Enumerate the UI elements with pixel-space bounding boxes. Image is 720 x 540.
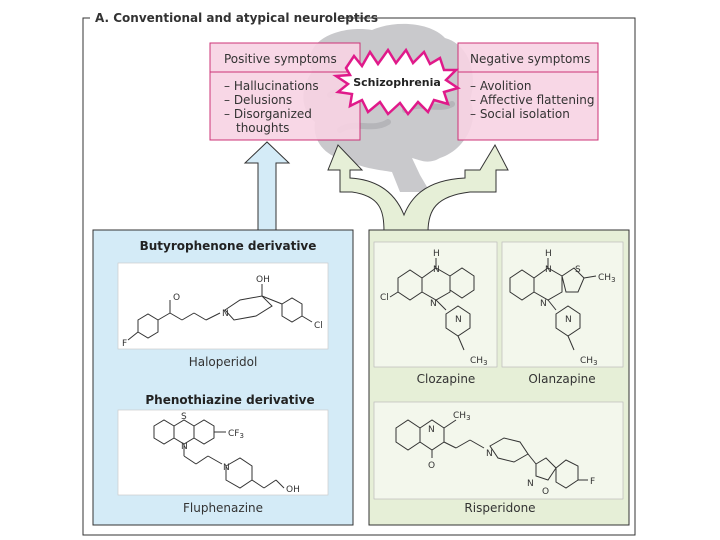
positive-item-3: – Disorganized (224, 107, 312, 121)
negative-symptoms-header: Negative symptoms (470, 52, 590, 66)
risperidone-n1-label: N (428, 425, 435, 435)
fluphenazine-cf3-label: CF3 (228, 429, 244, 440)
olanzapine-n1-label: N (545, 265, 552, 275)
fluphenazine-n2-label: N (223, 463, 230, 473)
positive-item-3-cont: thoughts (236, 121, 289, 135)
olanzapine-card (501, 241, 624, 368)
haloperidol-n-label: N (222, 309, 229, 319)
olanzapine-h-label: H (545, 249, 552, 259)
haloperidol-structure (127, 284, 313, 341)
butyrophenone-header: Butyrophenone derivative (140, 239, 317, 253)
risperidone-structure (395, 419, 588, 489)
fluphenazine-s-label: S (181, 412, 187, 422)
clozapine-h-label: H (433, 249, 440, 259)
olanzapine-label: Olanzapine (528, 372, 595, 386)
haloperidol-label: Haloperidol (189, 355, 258, 369)
fluphenazine-card (117, 409, 329, 496)
haloperidol-cl-label: Cl (314, 321, 323, 331)
schizophrenia-burst: Schizophrenia (332, 47, 461, 117)
haloperidol-f-label: F (122, 339, 127, 349)
atypical-panel: H N Cl N N CH3 Clozapine H N S CH3 N N C… (368, 229, 630, 526)
blue-arrow (243, 141, 291, 233)
risperidone-n3-label: N (527, 479, 534, 489)
haloperidol-oh-label: OH (256, 275, 270, 285)
olanzapine-ch3-label: CH3 (598, 273, 616, 284)
negative-item-2: – Affective flattening (470, 93, 594, 107)
clozapine-n2-label: N (430, 299, 437, 309)
positive-item-2: – Delusions (224, 93, 292, 107)
fluphenazine-label: Fluphenazine (183, 501, 263, 515)
negative-item-1: – Avolition (470, 79, 531, 93)
risperidone-label: Risperidone (464, 501, 535, 515)
risperidone-f-label: F (590, 477, 595, 487)
negative-symptoms-box: Negative symptoms – Avolition – Affectiv… (457, 42, 599, 141)
risperidone-o2-label: O (542, 487, 549, 497)
fluphenazine-oh-label: OH (286, 485, 300, 495)
risperidone-ch3-label: CH3 (453, 411, 471, 422)
schizophrenia-label: Schizophrenia (353, 76, 441, 89)
figure-title: A. Conventional and atypical neuroleptic… (95, 11, 378, 25)
olanzapine-n2-label: N (540, 299, 547, 309)
clozapine-cl-label: Cl (380, 293, 389, 303)
negative-item-3: – Social isolation (470, 107, 570, 121)
clozapine-n1-label: N (433, 265, 440, 275)
haloperidol-card (117, 262, 329, 350)
clozapine-ch3-label: CH3 (470, 356, 488, 367)
figure-frame (82, 17, 636, 536)
olanzapine-ch3b-label: CH3 (580, 356, 598, 367)
haloperidol-o-label: O (173, 293, 180, 303)
clozapine-n3-label: N (455, 315, 462, 325)
fluphenazine-structure (153, 419, 285, 489)
conventional-panel: Butyrophenone derivative O F N OH Cl Hal… (92, 229, 354, 526)
clozapine-label: Clozapine (417, 372, 476, 386)
clozapine-structure (389, 258, 475, 351)
positive-symptoms-box: Positive symptoms – Hallucinations – Del… (209, 42, 361, 141)
phenothiazine-header: Phenothiazine derivative (145, 393, 314, 407)
olanzapine-s-label: S (575, 265, 581, 275)
risperidone-card (373, 401, 624, 500)
olanzapine-n3-label: N (565, 315, 572, 325)
green-split-arrow (327, 143, 509, 233)
olanzapine-structure (509, 258, 597, 351)
risperidone-o-label: O (428, 461, 435, 471)
positive-symptoms-header: Positive symptoms (224, 52, 337, 66)
fluphenazine-n-label: N (181, 442, 188, 452)
positive-item-1: – Hallucinations (224, 79, 319, 93)
risperidone-n2-label: N (486, 449, 493, 459)
